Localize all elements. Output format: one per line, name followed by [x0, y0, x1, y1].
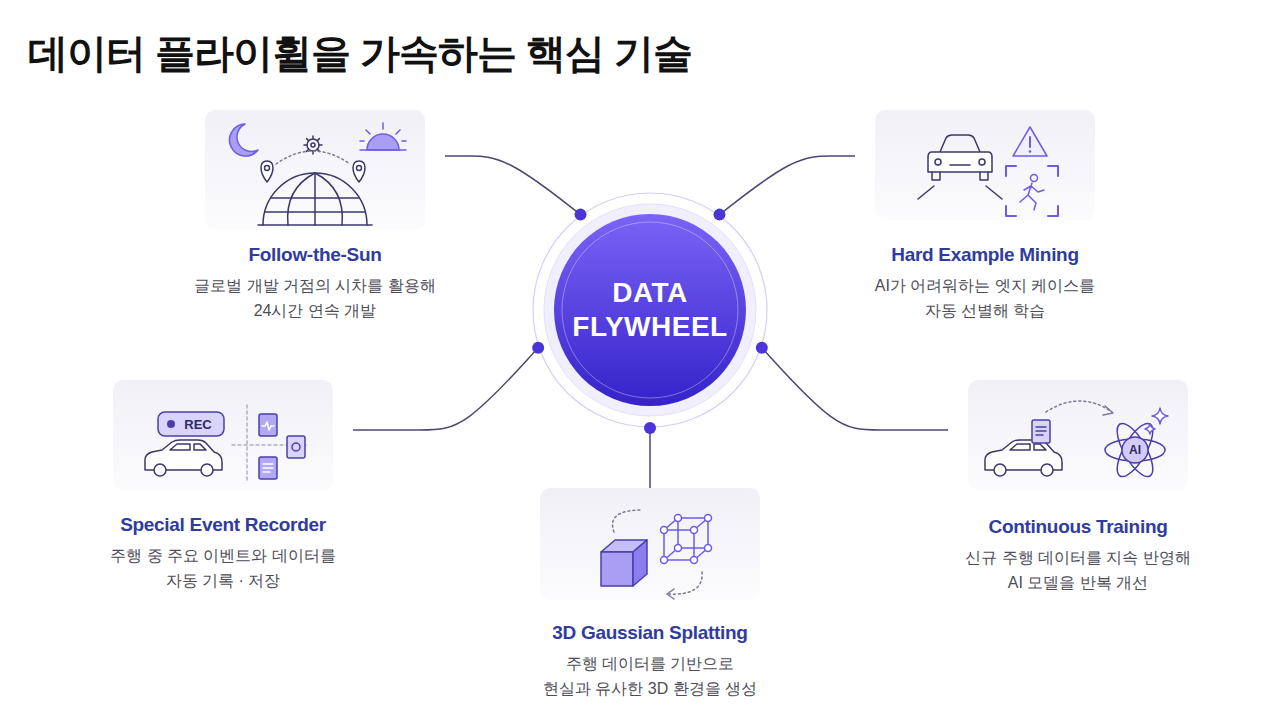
card-heading: Hard Example Mining — [855, 243, 1115, 267]
card-heading: 3D Gaussian Splatting — [520, 621, 780, 645]
core-inner-ring — [562, 222, 738, 398]
icon-panel — [540, 488, 760, 600]
card-description: 주행 데이터를 기반으로 현실과 유사한 3D 환경을 생성 — [540, 651, 760, 701]
icon-panel — [205, 110, 425, 230]
diagram-title: 데이터 플라이휠을 가속하는 핵심 기술 — [28, 26, 692, 81]
feature-card: Hard Example MiningAI가 어려워하는 엣지 케이스를 자동 … — [855, 110, 1115, 323]
connector-line — [649, 428, 651, 488]
outer-ring — [533, 193, 767, 427]
card-heading: Special Event Recorder — [93, 513, 353, 537]
hub-circle: DATA FLYWHEEL — [532, 192, 768, 428]
connector-line — [445, 156, 581, 215]
feature-card: 3D Gaussian Splatting 주행 데이터를 기반으로 현실과 유사… — [520, 488, 780, 701]
feature-card: Continuous Training 신규 주행 데이터를 지속 반영해 AI … — [948, 380, 1208, 595]
icon-panel — [875, 110, 1095, 220]
icon-panel — [113, 380, 333, 490]
feature-card: Special Event Recorder 주행 중 주요 이벤트와 데이터를 … — [93, 380, 353, 593]
connector-line — [353, 348, 538, 430]
card-description: 주행 중 주요 이벤트와 데이터를 자동 기록 · 저장 — [103, 543, 343, 593]
connector-line — [719, 156, 855, 215]
card-description: AI가 어려워하는 엣지 케이스를 자동 선별해 학습 — [865, 273, 1105, 323]
feature-card: Follow-the-Sun 글로벌 개발 거점의 시차를 활용해 24시간 연속… — [185, 110, 445, 323]
ai-core-text: AI — [1129, 443, 1141, 457]
connector-line — [762, 348, 948, 430]
core-disc — [554, 214, 746, 406]
card-description: 신규 주행 데이터를 지속 반영해 AI 모델을 반복 개선 — [958, 545, 1198, 595]
card-heading: Continuous Training — [948, 515, 1208, 539]
core-label: DATA FLYWHEEL — [565, 276, 735, 344]
flywheel-core-shape — [532, 192, 768, 428]
card-heading: Follow-the-Sun — [185, 243, 445, 267]
icon-panel — [968, 380, 1188, 490]
glow-ring — [544, 204, 756, 416]
recorder-badge-text: REC — [184, 417, 211, 432]
card-description: 글로벌 개발 거점의 시차를 활용해 24시간 연속 개발 — [190, 273, 440, 323]
